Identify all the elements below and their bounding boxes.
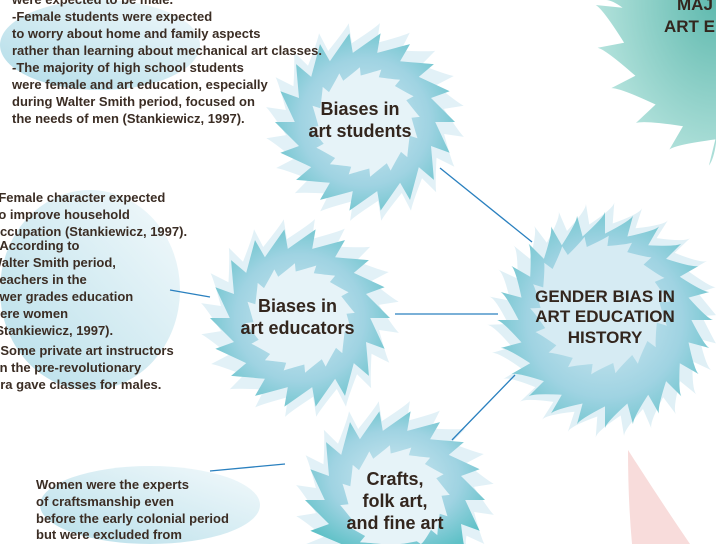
- node-crafts[interactable]: Crafts, folk art, and fine art: [330, 468, 460, 534]
- connector-crafts: [451, 374, 516, 441]
- node-line: and fine art: [346, 513, 444, 533]
- burst-educators-center: [245, 263, 355, 373]
- node-line: art students: [308, 120, 412, 141]
- note-line: of craftsmanship even: [36, 494, 174, 509]
- node-line: MAJ: [677, 0, 713, 14]
- note-petal: [0, 0, 200, 90]
- pink-branch: [628, 450, 690, 544]
- note-line: -The majority of high school students: [12, 60, 244, 75]
- central-line: ART EDUCATION: [535, 307, 675, 327]
- note-line: -Female character expected: [0, 190, 166, 205]
- node-line: folk art,: [362, 491, 428, 511]
- node-art-educators[interactable]: Biases in art educators: [225, 296, 370, 339]
- node-line: art educators: [240, 317, 355, 338]
- burst-crafts-center: [340, 445, 450, 544]
- note-line: occupation (Stankiewicz, 1997).: [0, 224, 188, 239]
- note-line: to improve household: [0, 207, 130, 222]
- central-node[interactable]: GENDER BIAS IN ART EDUCATION HISTORY: [520, 287, 690, 348]
- node-line: Biases in: [257, 296, 338, 316]
- note-line: before the early colonial period: [36, 511, 229, 526]
- note-line: (Stankiewicz, 1997).: [0, 323, 114, 338]
- central-line: HISTORY: [567, 327, 643, 347]
- note-line: to worry about home and family aspects: [12, 26, 261, 41]
- note-petal: [40, 466, 260, 544]
- note-line: but were excluded from: [36, 527, 182, 542]
- central-line: GENDER BIAS IN: [535, 287, 675, 306]
- note-line: rather than learning about mechanical ar…: [12, 43, 322, 58]
- note-line: Women were the experts: [36, 477, 189, 492]
- node-line: Crafts,: [366, 469, 424, 489]
- note-line: were women: [0, 306, 69, 321]
- note-line: teachers in the: [0, 272, 87, 287]
- connectors: [169, 167, 533, 472]
- note-line: the needs of men (Stankiewicz, 1997).: [12, 111, 245, 126]
- node-art-students[interactable]: Biases in art students: [290, 99, 430, 142]
- node-line: Biases in: [320, 99, 400, 119]
- note-line: -According to: [0, 238, 80, 253]
- note-line: were female and art education, especiall…: [12, 77, 268, 92]
- top-right-burst: [595, 0, 716, 170]
- top-right-node[interactable]: MAJ ART E: [664, 0, 716, 38]
- note-line: lower grades education: [0, 289, 134, 304]
- note-line: -Some private art instructors: [0, 343, 174, 358]
- central-burst-center: [530, 235, 670, 375]
- note-line: in the pre-revolutionary: [0, 360, 142, 375]
- connector-crafts-notes: [209, 463, 286, 472]
- connector-students: [439, 167, 533, 243]
- node-line: ART E: [664, 17, 715, 36]
- note-line: were expected to be male.: [12, 0, 173, 8]
- note-line: during Walter Smith period, focused on: [12, 94, 255, 109]
- note-line: -Female students were expected: [12, 9, 213, 24]
- note-line: Walter Smith period,: [0, 255, 116, 270]
- note-petal: [0, 190, 180, 390]
- note-line: era gave classes for males.: [0, 377, 162, 392]
- connector-educator-notes: [169, 289, 211, 298]
- burst-students-center: [310, 67, 420, 177]
